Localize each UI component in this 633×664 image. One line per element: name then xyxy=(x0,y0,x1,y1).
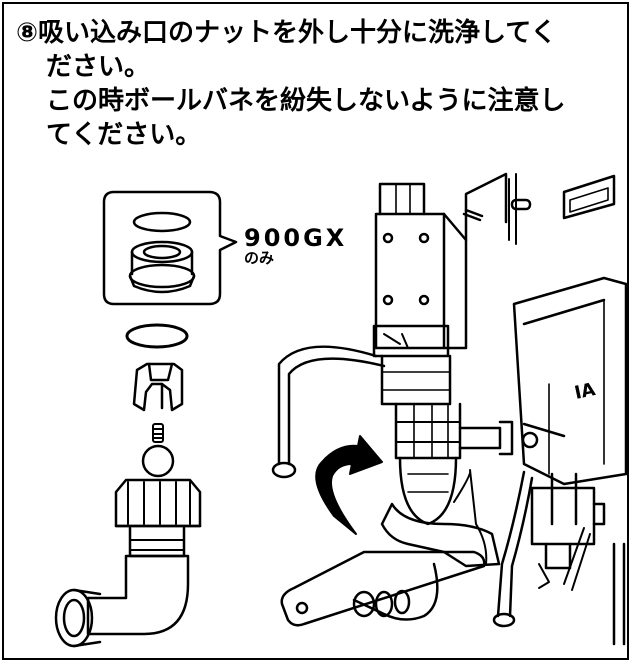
large-o-ring-icon xyxy=(125,323,189,349)
instruction-line-4: てください。 xyxy=(46,120,202,150)
step-number: ⑧ xyxy=(16,18,39,48)
svg-text:IA: IA xyxy=(573,379,598,404)
instruction-line-3: この時ボールバネを紛失しないように注意し xyxy=(46,86,566,116)
model-number: 900GX xyxy=(244,224,348,252)
small-o-ring-icon xyxy=(132,211,192,233)
ball-spring-icon xyxy=(152,423,164,443)
instruction-line-1: ⑧吸い込み口のナットを外し十分に洗浄してく xyxy=(16,18,557,48)
instruction-text: ⑧吸い込み口のナットを外し十分に洗浄してく ださい。 この時ボールバネを紛失しな… xyxy=(16,16,616,152)
model-callout-label: 900GX のみ xyxy=(244,226,347,266)
valve-seat-icon xyxy=(128,240,196,294)
disassembly-illustration: IA xyxy=(54,172,627,648)
rotation-arrow-icon xyxy=(315,435,383,535)
model-only-note: のみ xyxy=(244,249,275,267)
ball-guide-clip-icon xyxy=(132,362,184,412)
suction-elbow-fitting-icon xyxy=(54,478,202,648)
pump-machine-illustration: IA xyxy=(271,172,627,646)
callout-box xyxy=(102,190,238,306)
check-ball-icon xyxy=(141,444,175,478)
instruction-line-2: ださい。 xyxy=(46,52,151,82)
